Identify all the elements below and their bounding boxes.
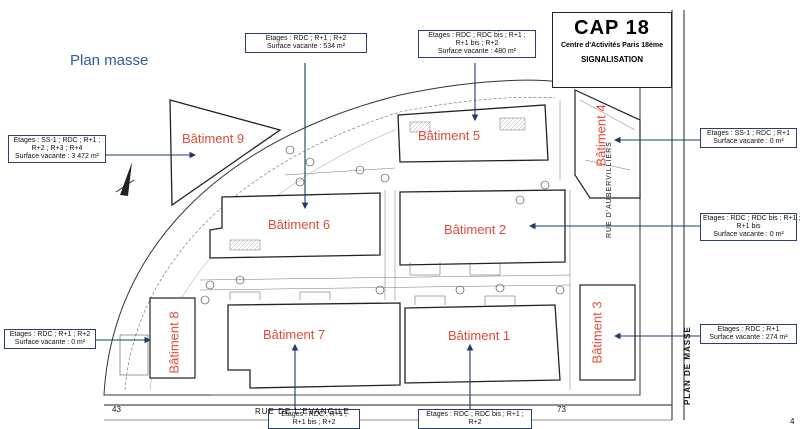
- logo-label: SIGNALISATION: [580, 55, 644, 64]
- street-number-73: 73: [557, 405, 566, 414]
- label-batiment-6: Bâtiment 6: [268, 217, 331, 232]
- trees: [200, 145, 565, 305]
- label-batiment-8: Bâtiment 8: [166, 311, 182, 374]
- building-4-shape: [574, 89, 641, 199]
- page-number: 4: [790, 417, 795, 426]
- building-2-shape: [399, 189, 566, 266]
- site-boundary: [103, 79, 641, 396]
- label-batiment-2: Bâtiment 2: [444, 222, 507, 237]
- building-1-shape: [404, 304, 561, 384]
- street-plan-de-masse: PLAN DE MASSE: [683, 326, 692, 405]
- label-batiment-3: Bâtiment 3: [589, 301, 605, 364]
- building-9-shape: [169, 99, 282, 207]
- page-title: Plan masse: [70, 52, 149, 69]
- label-batiment-5: Bâtiment 5: [418, 128, 481, 143]
- circulation-lines: [199, 100, 640, 396]
- logo-subtitle: Centre d'Activités Paris 18ème: [560, 42, 664, 49]
- label-batiment-7: Bâtiment 7: [263, 327, 326, 342]
- north-arrow-icon: [115, 162, 135, 196]
- info-box-batiment-5: Etages : RDC ; RDC bis ; R+1 ;R+1 bis ; …: [418, 30, 536, 58]
- info-box-batiment-9: Etages : SS-1 ; RDC ; R+1 ;R+2 ; R+3 ; R…: [8, 135, 106, 163]
- info-box-batiment-1: Etages : RDC ; RDC bis ; R+1 ;R+2: [418, 409, 532, 429]
- inner-boundary: [124, 97, 556, 391]
- label-batiment-1: Bâtiment 1: [448, 328, 511, 343]
- building-3-shape: [579, 284, 636, 381]
- label-batiment-9: Bâtiment 9: [182, 131, 245, 146]
- street-number-43: 43: [112, 405, 121, 414]
- street-evangile: RUE DE L'EVANGILE: [255, 407, 350, 416]
- cap18-logo-box: CAP 18 Centre d'Activités Paris 18ème SI…: [552, 12, 672, 88]
- building-7-shape: [227, 302, 401, 389]
- street-aubervilliers: RUE D'AUBERVILLIERS: [606, 141, 613, 238]
- logo-name: CAP 18: [574, 17, 650, 39]
